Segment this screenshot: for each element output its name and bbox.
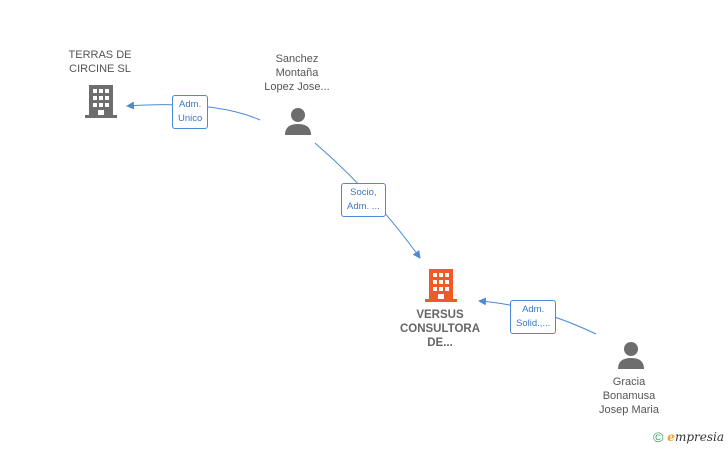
node-sanchez-line-3: Lopez Jose... — [264, 81, 330, 93]
node-versus-line-3: DE... — [427, 337, 453, 349]
brand-logo[interactable]: empresia — [667, 430, 724, 444]
footer-credit[interactable]: © empresia — [653, 429, 724, 445]
edge-adm-unico-line-2: Unico — [178, 113, 203, 124]
node-gracia-line-1: Gracia — [612, 376, 646, 388]
node-sanchez-label[interactable]: Sanchez Montaña Lopez Jose... — [247, 52, 347, 94]
node-gracia-line-3: Josep Maria — [599, 404, 659, 416]
node-terras-line-2: CIRCINE SL — [69, 63, 131, 75]
edge-adm-solid-line-1: Adm. — [522, 304, 545, 315]
node-sanchez-line-1: Sanchez — [275, 53, 319, 65]
brand-initial: e — [667, 430, 675, 444]
node-versus-label[interactable]: VERSUS CONSULTORA DE... — [390, 308, 490, 350]
edge-label-adm-solid[interactable]: Adm. Solid.,... — [510, 300, 557, 334]
node-gracia-line-2: Bonamusa — [602, 390, 656, 402]
person-icon[interactable] — [283, 106, 313, 136]
node-terras-label[interactable]: TERRAS DE CIRCINE SL — [50, 48, 150, 76]
edge-adm-unico-line-1: Adm. — [179, 99, 202, 110]
node-versus-line-2: CONSULTORA — [399, 323, 481, 335]
person-icon[interactable] — [616, 340, 646, 370]
edge-socio-adm-line-1: Socio, — [350, 187, 377, 198]
edge-socio-adm-line-2: Adm. ... — [347, 201, 380, 212]
edge-label-socio-adm[interactable]: Socio, Adm. ... — [341, 183, 386, 217]
node-versus-line-1: VERSUS — [416, 309, 464, 321]
edge-adm-solid-line-2: Solid.,... — [516, 318, 551, 329]
node-terras-line-1: TERRAS DE — [68, 49, 132, 61]
edge-label-adm-unico[interactable]: Adm. Unico — [172, 95, 209, 129]
building-icon[interactable] — [84, 83, 118, 119]
copyright-symbol: © — [652, 429, 664, 445]
brand-name: mpresia — [674, 430, 724, 444]
node-sanchez-line-2: Montaña — [275, 67, 319, 79]
node-gracia-label[interactable]: Gracia Bonamusa Josep Maria — [579, 375, 679, 417]
main-building-icon[interactable] — [424, 267, 458, 303]
